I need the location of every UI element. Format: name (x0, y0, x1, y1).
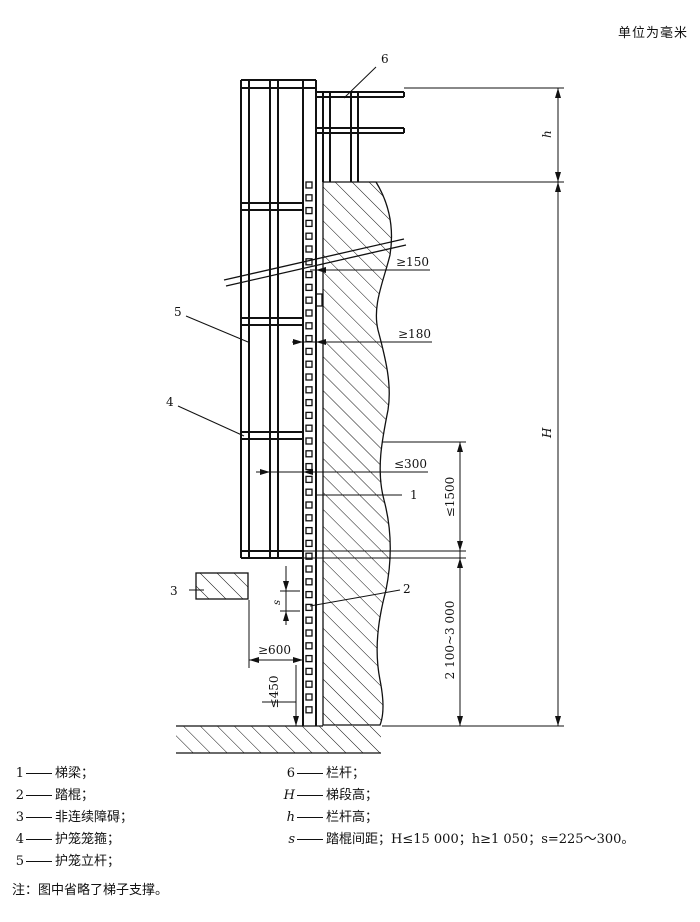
rung (305, 590, 313, 599)
rung (305, 514, 313, 522)
callout-6: 6 (381, 52, 389, 66)
rung (305, 232, 313, 240)
rung (305, 360, 313, 368)
rung (305, 424, 313, 432)
rung (305, 181, 313, 189)
ladder-rungs (305, 181, 313, 714)
rung (305, 693, 313, 701)
rung (305, 322, 313, 330)
rung (305, 629, 313, 637)
ladder-stringers (302, 80, 317, 726)
dim-450-label: ≤450 (267, 676, 281, 709)
callout-2: 2 (403, 582, 411, 596)
rung (305, 296, 313, 304)
rung (305, 245, 313, 253)
callout-3: 3 (170, 584, 178, 598)
rung (305, 552, 313, 560)
rung (305, 654, 313, 663)
rung (305, 347, 313, 356)
rung (305, 219, 313, 228)
rung (305, 411, 313, 420)
dimension-lines (248, 87, 564, 727)
rung (305, 642, 313, 650)
rung (305, 578, 313, 586)
wall-notch (316, 293, 323, 307)
rung (305, 488, 313, 496)
rung (305, 283, 313, 292)
rung (305, 450, 313, 458)
rung (305, 194, 313, 202)
rung (305, 437, 313, 445)
rung (305, 603, 313, 612)
dimension-arrows (249, 88, 561, 726)
rung (305, 206, 313, 215)
callout-5: 5 (174, 305, 182, 319)
rung (305, 667, 313, 676)
dim-s-label: s (272, 600, 283, 605)
rung (305, 539, 313, 548)
sloped-bar (223, 238, 407, 287)
dim-H-label: H (540, 427, 554, 439)
rung (305, 501, 313, 509)
rung (305, 309, 313, 317)
drawing-note: 注：图中省略了梯子支撑。 (12, 883, 169, 898)
callout-4: 4 (166, 395, 174, 409)
ground-hatch (176, 726, 381, 753)
rung (305, 706, 313, 714)
leader-lines (177, 66, 402, 607)
dim-2100-label: 2 100~3 000 (443, 601, 457, 680)
rung (305, 462, 313, 471)
obstacle-block (195, 572, 249, 600)
rung (305, 398, 313, 407)
dim-150-label: ≥150 (396, 255, 429, 269)
rung (305, 616, 313, 624)
rung (305, 270, 313, 279)
rung (305, 334, 313, 343)
rung (305, 565, 313, 573)
dim-180-label: ≥180 (398, 327, 431, 341)
dim-600-label: ≥600 (258, 643, 291, 657)
dim-1500-label: ≤1500 (443, 477, 457, 518)
rung (305, 526, 313, 535)
dim-300-label: ≤300 (394, 457, 427, 471)
wall-hatch (322, 181, 393, 726)
rung (305, 680, 313, 688)
rung (305, 386, 313, 394)
rung (305, 373, 313, 381)
dim-h-label: h (540, 130, 554, 138)
unit-note: 单位为毫米 (617, 26, 688, 41)
callout-1: 1 (410, 488, 418, 502)
rung (305, 475, 313, 484)
top-railing (316, 91, 405, 182)
